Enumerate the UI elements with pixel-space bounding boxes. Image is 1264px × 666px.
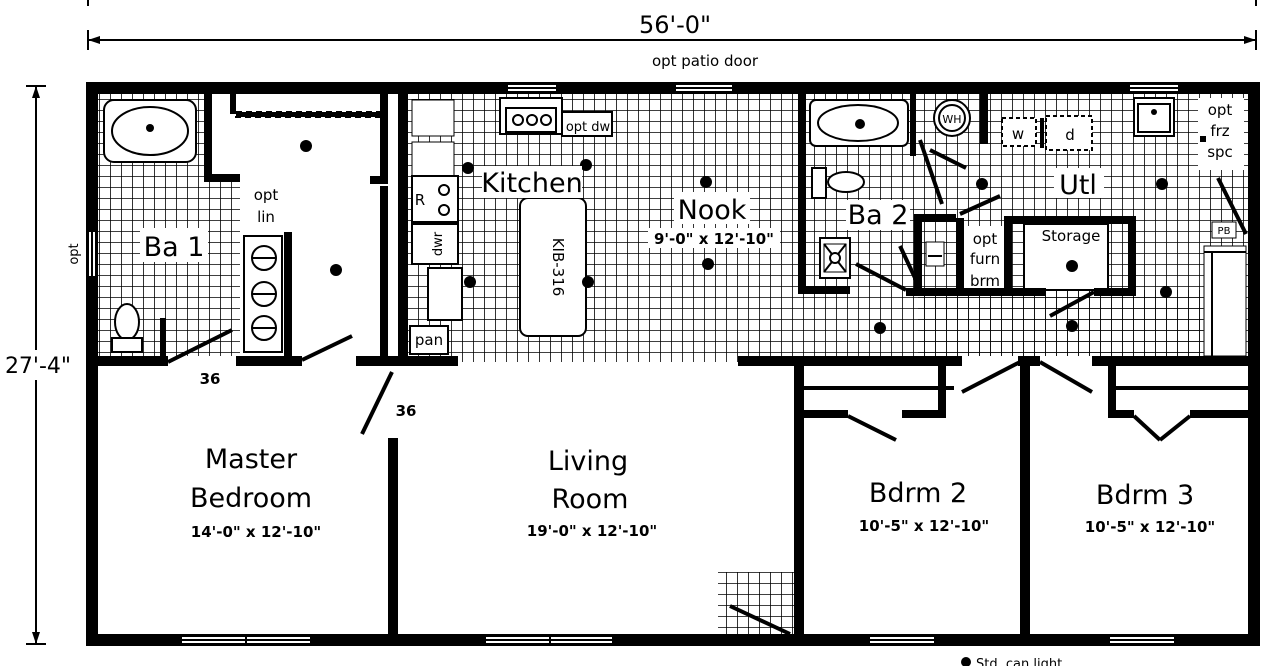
lin-label-2: lin bbox=[257, 208, 275, 226]
frz-label-3: spc bbox=[1207, 143, 1233, 161]
living-label-1: Living bbox=[548, 446, 628, 477]
nook-label: Nook bbox=[678, 195, 747, 226]
bath-door-size: 36 bbox=[200, 370, 221, 388]
fixtures bbox=[111, 99, 1246, 356]
dishwasher-label: opt dw bbox=[566, 120, 611, 135]
fridge-label: R bbox=[415, 191, 425, 209]
notes: 36 36 opt Std. can light bbox=[67, 243, 1062, 666]
kitchen-label: Kitchen bbox=[481, 168, 582, 199]
legend-text: Std. can light bbox=[976, 657, 1062, 666]
water-heater-label: WH bbox=[942, 113, 961, 126]
master-size: 14'-0" x 12'-10" bbox=[191, 523, 321, 541]
panel-box-label: PB bbox=[1218, 226, 1231, 237]
fixture-labels: KIB-316 R opt dw dwr pan WH w d PB bbox=[415, 113, 1231, 349]
frz-label-1: opt bbox=[1208, 101, 1233, 119]
furn-label-1: opt bbox=[973, 230, 998, 248]
patio-door-note: opt patio door bbox=[652, 52, 759, 70]
living-size: 19'-0" x 12'-10" bbox=[527, 522, 657, 540]
door-swings bbox=[167, 139, 1248, 636]
width-dimension-line bbox=[87, 0, 1257, 50]
island-label: KIB-316 bbox=[549, 238, 567, 297]
utl-label: Utl bbox=[1059, 170, 1097, 201]
bdrm3-label: Bdrm 3 bbox=[1096, 480, 1194, 511]
washer-label: w bbox=[1012, 125, 1024, 143]
master-label-1: Master bbox=[205, 444, 298, 475]
dryer-label: d bbox=[1065, 126, 1075, 144]
bdrm3-size: 10'-5" x 12'-10" bbox=[1085, 518, 1215, 536]
width-dimension: 56'-0" bbox=[639, 11, 711, 39]
furn-label-3: brm bbox=[970, 272, 1000, 290]
room-labels: Ba 1 opt lin Kitchen Nook 9'-0" x 12'-10… bbox=[140, 101, 1233, 541]
master-label-2: Bedroom bbox=[190, 483, 312, 514]
can-lights bbox=[300, 140, 1172, 666]
lin-label-1: opt bbox=[254, 186, 279, 204]
walls bbox=[86, 82, 1260, 646]
pantry-label: pan bbox=[415, 331, 443, 349]
storage-label: Storage bbox=[1042, 227, 1101, 245]
dwr-label: dwr bbox=[431, 231, 446, 256]
depth-dimension: 27'-4" bbox=[5, 354, 71, 379]
living-label-2: Room bbox=[552, 484, 629, 515]
bdrm2-size: 10'-5" x 12'-10" bbox=[859, 517, 989, 535]
nook-size: 9'-0" x 12'-10" bbox=[654, 230, 774, 248]
side-window-note: opt bbox=[67, 243, 82, 264]
entry-door-size: 36 bbox=[396, 402, 417, 420]
frz-label-2: frz bbox=[1210, 122, 1229, 140]
ba2-label: Ba 2 bbox=[848, 200, 909, 231]
bdrm2-label: Bdrm 2 bbox=[869, 478, 967, 509]
ba1-label: Ba 1 bbox=[144, 232, 205, 263]
furn-label-2: furn bbox=[970, 250, 1000, 268]
